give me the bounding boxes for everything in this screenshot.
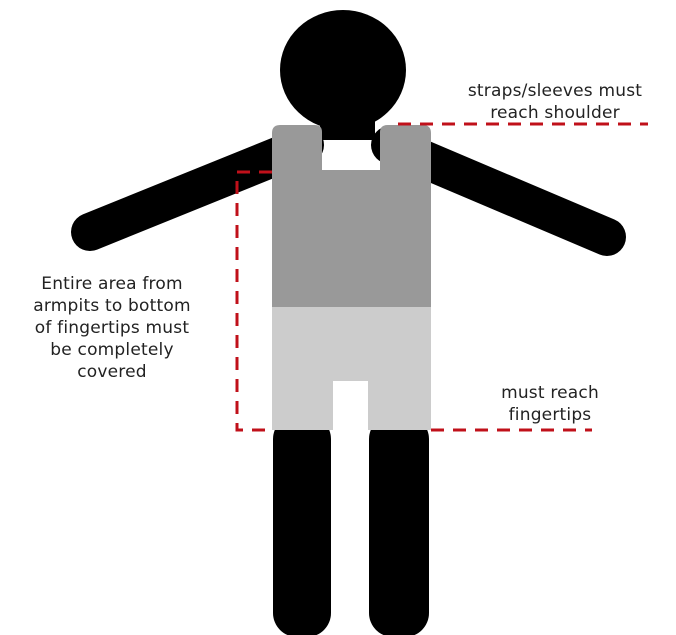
fingertips-label-line2: fingertips — [470, 404, 630, 426]
coverage-area-label-line3: of fingertips must — [12, 317, 212, 339]
coverage-area-label-line5: covered — [12, 361, 212, 383]
shorts — [272, 307, 431, 430]
fingertips-label-line1: must reach — [470, 382, 630, 404]
coverage-area-label-line4: be completely — [12, 339, 212, 361]
right-leg — [369, 415, 429, 635]
shoulder-label-line2: reach shoulder — [440, 102, 670, 124]
left-leg — [273, 415, 331, 635]
shoulder-label: straps/sleeves must reach shoulder — [440, 80, 670, 124]
coverage-area-label: Entire area from armpits to bottom of fi… — [12, 273, 212, 383]
fingertips-label: must reach fingertips — [470, 382, 630, 426]
coverage-area-label-line1: Entire area from — [12, 273, 212, 295]
shoulder-label-line1: straps/sleeves must — [440, 80, 670, 102]
tank-top — [272, 125, 431, 307]
coverage-area-bracket — [237, 172, 272, 430]
coverage-area-label-line2: armpits to bottom — [12, 295, 212, 317]
head — [280, 10, 406, 130]
neck — [320, 120, 375, 140]
